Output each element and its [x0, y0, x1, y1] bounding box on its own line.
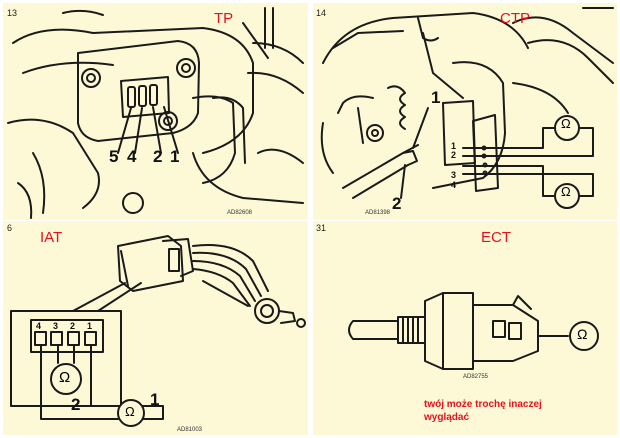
tp-pin-4: 4 [127, 147, 137, 166]
iat-title: IAT [40, 229, 63, 246]
ect-sensor-drawing [348, 292, 599, 370]
iat-ohmmeter-2 [117, 399, 145, 427]
ect-ohm-symbol: Ω [577, 326, 588, 342]
iat-pin-3: 3 [53, 321, 59, 331]
iat-ohm-symbol-2: Ω [125, 404, 135, 419]
tp-title: TP [214, 10, 234, 27]
ctp-pin-1: 1 [451, 141, 457, 151]
ect-note-line-1: twój może trochę inaczej [424, 399, 542, 410]
iat-sensor-drawing [10, 235, 306, 427]
tp-figure-number: 13 [7, 8, 18, 18]
ctp-callout-1: 1 [431, 88, 441, 107]
iat-panel: 6 IAT 4 3 2 1 Ω Ω 2 1 AD81003 [3, 221, 308, 435]
ect-ohmmeter [569, 321, 599, 351]
ctp-drawing-code: AD81398 [365, 210, 391, 216]
tp-pin-5: 5 [109, 147, 119, 166]
iat-drawing-code: AD81003 [177, 427, 203, 433]
ect-title: ECT [481, 229, 511, 246]
iat-ohmmeter-1 [50, 363, 82, 395]
iat-callout-1: 1 [150, 390, 160, 409]
iat-callout-2: 2 [71, 395, 81, 414]
tp-drawing-code: AD82608 [227, 210, 253, 216]
ctp-ohmmeter-top [554, 115, 580, 141]
iat-pin-2: 2 [70, 321, 76, 331]
iat-pin-1: 1 [87, 321, 93, 331]
ect-drawing-code: AD82755 [463, 374, 489, 380]
ctp-panel: 14 CTP 1 2 1 2 3 4 Ω Ω AD81398 [313, 3, 617, 220]
tp-pin-2: 2 [153, 147, 163, 166]
ctp-ohm-symbol-top: Ω [561, 116, 571, 131]
tp-sensor-drawing [7, 7, 304, 219]
ctp-figure-number: 14 [316, 8, 327, 18]
ctp-sensor-drawing [320, 7, 614, 209]
ctp-ohm-symbol-bottom: Ω [561, 184, 571, 199]
iat-figure-number: 6 [7, 223, 13, 233]
ctp-callout-2: 2 [392, 194, 402, 213]
tp-panel: 13 TP 5 4 2 1 AD82608 [3, 3, 308, 220]
ctp-pin-2: 2 [451, 150, 457, 160]
ect-figure-number: 31 [316, 223, 327, 233]
ect-panel: 31 ECT Ω AD82755 twój może trochę inacze… [313, 221, 617, 435]
ctp-pin-4: 4 [451, 180, 457, 190]
ctp-pin-3: 3 [451, 170, 457, 180]
ect-note-line-2: wyglądać [424, 412, 470, 423]
iat-ohm-symbol-1: Ω [59, 369, 71, 386]
iat-pin-4: 4 [36, 321, 42, 331]
ctp-ohmmeter-bottom [554, 183, 580, 209]
tp-pin-1: 1 [170, 147, 180, 166]
ctp-title: CTP [500, 10, 530, 27]
